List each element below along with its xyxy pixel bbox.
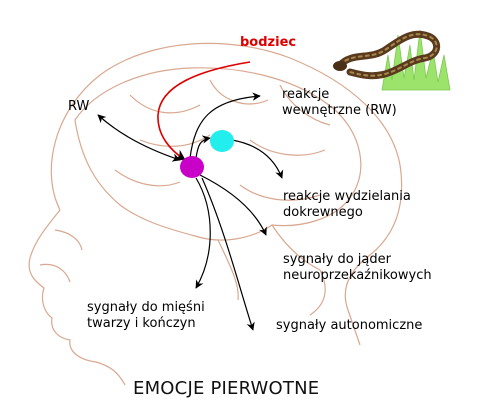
arrow-hypothalamus bbox=[195, 135, 211, 159]
internal-reactions-label: reakcje wewnętrzne (RW) bbox=[282, 87, 397, 118]
muscles-label: sygnały do mięśni twarzy i kończyn bbox=[87, 300, 205, 331]
arrow-endocrine bbox=[231, 139, 284, 179]
arrow-muscles bbox=[195, 177, 211, 289]
pathway-arrows bbox=[97, 92, 284, 331]
endocrine-label: reakcje wydzielania dokrewnego bbox=[283, 189, 411, 220]
arrow-internal bbox=[189, 92, 261, 159]
arrow-neuro-center bbox=[199, 174, 267, 236]
snake-icon bbox=[333, 30, 441, 80]
amygdala-node bbox=[180, 156, 204, 178]
autonomic-label: sygnały autonomiczne bbox=[276, 318, 423, 333]
neurotransmitter-label: sygnały do jąder neuroprzekaźnikowych bbox=[283, 252, 432, 283]
hypothalamus-node bbox=[210, 130, 234, 152]
diagram-caption: EMOCJE PIERWOTNE bbox=[133, 378, 320, 399]
arrow-autonomic bbox=[201, 177, 255, 331]
stimulus-label: bodziec bbox=[240, 35, 297, 50]
arrow-rw bbox=[97, 114, 181, 162]
stimulus-arrow bbox=[157, 61, 251, 161]
rw-label: RW bbox=[68, 99, 90, 114]
